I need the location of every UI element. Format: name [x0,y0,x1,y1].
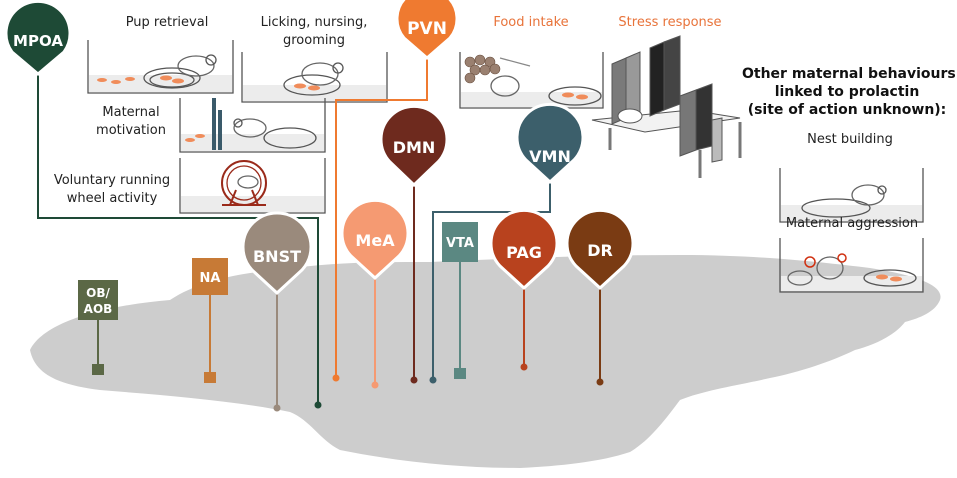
vmn-connector [432,180,551,380]
pvn-endpoint [332,374,340,382]
elevated-plus-maze [591,35,742,178]
ob-label-line1: OB/ [86,286,110,300]
dr-label: DR [587,241,613,260]
dmn-endpoint [410,376,418,384]
brain-silhouette [30,255,941,468]
dr-endpoint [596,378,604,386]
licking-label-line2: grooming [283,33,345,48]
stress-response-label: Stress response [618,15,722,30]
other-title-line1: Other maternal behaviours [742,66,956,82]
cage-licking [241,52,388,103]
running-label-line2: wheel activity [66,191,158,206]
vmn-endpoint [429,376,437,384]
maternal-aggression-label: Maternal aggression [785,216,919,231]
na-label: NA [200,271,221,286]
pvn-pin [395,0,459,60]
ob-endpoint [92,364,104,375]
pag-pin [489,208,559,291]
dmn-label: DMN [393,138,436,157]
licking-label-line1: Licking, nursing, [260,15,368,30]
pag-label: PAG [506,243,542,262]
pvn-label: PVN [407,19,447,39]
na-endpoint [204,372,216,383]
ob-label-line2: AOB [84,302,113,316]
mpoa-pin [4,0,72,76]
dmn-pin [379,104,449,188]
mpoa-endpoint [314,401,322,409]
food-intake-label: Food intake [493,15,569,30]
bnst-label: BNST [253,247,301,266]
pup-retrieval-label: Pup retrieval [125,15,209,30]
cage-maternal-aggression [779,238,924,293]
pag-endpoint [520,363,528,371]
dr-pin [565,208,635,291]
cage-nest-building [779,168,924,223]
cage-pup-retrieval [87,40,234,94]
maternal-motivation-label-line1: Maternal [102,105,160,120]
na-flag [192,258,228,295]
vta-label: VTA [446,236,474,251]
pvn-connector [335,52,428,378]
cage-food-intake [459,52,604,109]
nest-building-label: Nest building [807,132,893,147]
vta-endpoint [454,368,466,379]
other-title-line2: linked to prolactin [774,84,920,100]
vmn-pin [515,102,585,185]
vta-flag [442,222,478,262]
ob-flag [78,280,118,320]
mpoa-label: MPOA [13,32,63,50]
vmn-label: VMN [529,147,571,166]
mpoa-connector [37,72,319,405]
maternal-motivation-label-line2: motivation [96,123,166,138]
cage-maternal-motivation [179,98,326,153]
cage-running-wheel [179,158,326,214]
bnst-pin [241,211,313,296]
other-title-line3: (site of action unknown): [747,102,947,118]
mea-label: MeA [355,231,395,250]
mea-pin [340,198,410,281]
mea-endpoint [371,381,379,389]
running-label-line1: Voluntary running [53,173,171,188]
bnst-endpoint [273,404,281,412]
